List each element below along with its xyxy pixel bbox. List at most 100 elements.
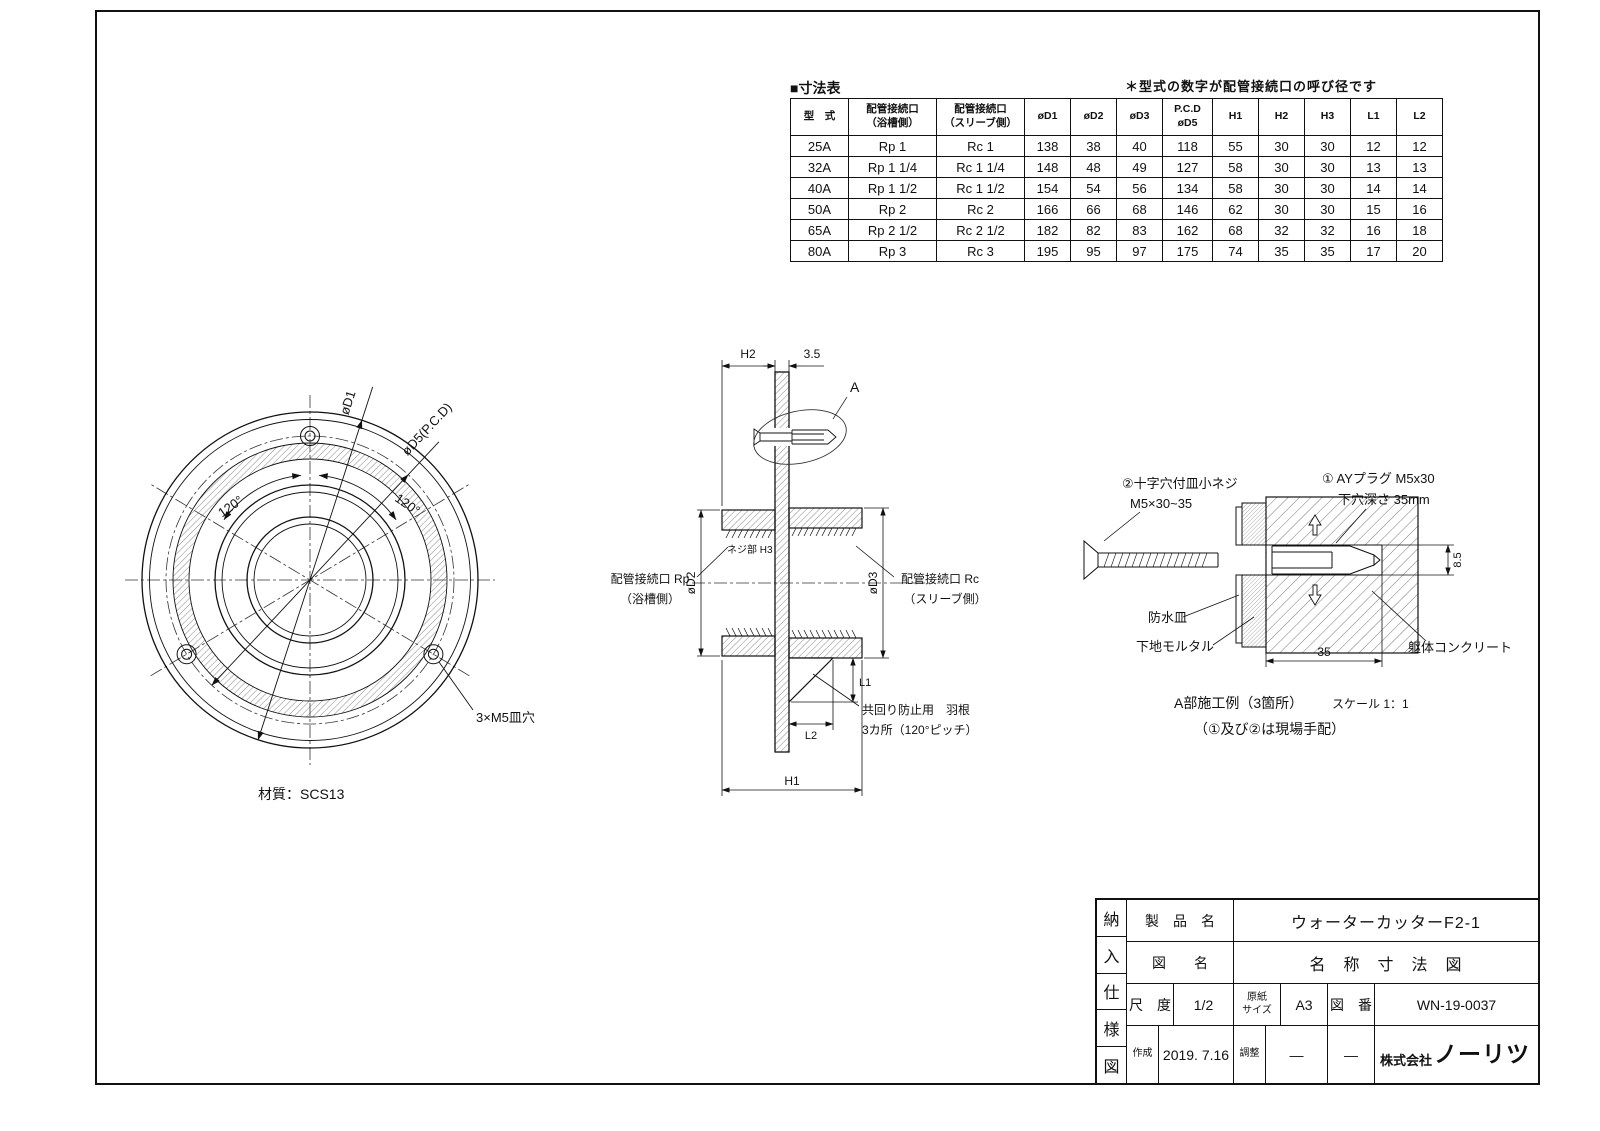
mortar-layer <box>1241 502 1267 648</box>
table-cell: 146 <box>1162 198 1213 220</box>
section-dimension-lines <box>696 360 895 796</box>
header-d2: øD2 <box>1070 98 1117 136</box>
table-cell: 54 <box>1070 177 1117 199</box>
table-cell: 13 <box>1350 156 1397 178</box>
table-cell: Rc 2 <box>936 198 1025 220</box>
bath-side-socket <box>721 509 776 657</box>
section-view-drawing: H2 3.5 A 配管接続口 Rp （浴槽側） ネジ部 H3 øD2 øD3 配… <box>611 347 987 796</box>
doc-type-vertical-label: 納 入 仕 様 図 <box>1097 900 1127 1083</box>
material-label: 材質：SCS13 <box>258 786 345 802</box>
table-cell: 127 <box>1162 156 1213 178</box>
table-cell: 68 <box>1212 219 1259 241</box>
table-cell: 30 <box>1304 177 1351 199</box>
port-rp-label: 配管接続口 Rp <box>611 571 690 586</box>
table-cell: Rc 1 1/4 <box>936 156 1025 178</box>
drawing-number-label: 図 番 <box>1328 984 1375 1025</box>
detail-a-drawing: ②十字穴付皿小ネジ M5×30~35 ① AYプラグ M5x30 下穴深さ 35… <box>1083 471 1512 737</box>
concrete-label: 躯体コンクリート <box>1408 640 1512 655</box>
scale-label: 尺 度 <box>1127 984 1174 1025</box>
header-h2: H2 <box>1258 98 1305 136</box>
table-cell: Rp 1 1/2 <box>848 177 937 199</box>
detail-note: （①及び②は現場手配） <box>1194 721 1345 737</box>
dim-d5-pcd-label: øD5(P.C.D) <box>399 400 455 459</box>
header-port-bath: 配管接続口 （浴槽側） <box>848 98 937 136</box>
table-cell: Rc 3 <box>936 240 1025 262</box>
table-cell: Rc 1 <box>936 135 1025 157</box>
table-cell: Rc 1 1/2 <box>936 177 1025 199</box>
table-cell: 162 <box>1162 219 1213 241</box>
detail-scale-note: スケール 1：1 <box>1332 697 1409 711</box>
table-cell: 49 <box>1116 156 1163 178</box>
table-cell: 83 <box>1116 219 1163 241</box>
blank-value: ― <box>1328 1026 1375 1083</box>
countersunk-screw <box>1083 539 1219 581</box>
table-cell: 55 <box>1212 135 1259 157</box>
mortar-label: 下地モルタル <box>1136 639 1214 654</box>
arrow-down-icon <box>1308 584 1322 606</box>
expansion-arrows <box>1308 514 1322 606</box>
drawing-frame <box>95 10 1540 1085</box>
table-cell: 118 <box>1162 135 1213 157</box>
table-cell: 14 <box>1350 177 1397 199</box>
table-cell: 56 <box>1116 177 1163 199</box>
sleeve-side-socket <box>788 507 863 659</box>
table-cell: 58 <box>1212 177 1259 199</box>
dimension-table: 型 式 配管接続口 （浴槽側） 配管接続口 （スリーブ側） øD1 øD2 øD… <box>790 98 1443 262</box>
table-cell: 166 <box>1024 198 1071 220</box>
table-cell: 30 <box>1304 198 1351 220</box>
table-cell: 50A <box>790 198 849 220</box>
drawing-name-value: 名 称 寸 法 図 <box>1309 956 1463 974</box>
front-view-drawing: øD1 øD5(P.C.D) 120° 120° 3×M5皿穴 材質：SCS13 <box>125 386 535 802</box>
doc-type-char: 入 <box>1097 937 1126 974</box>
table-cell: 66 <box>1070 198 1117 220</box>
table-cell: 25A <box>790 135 849 157</box>
table-cell: Rp 1 1/4 <box>848 156 937 178</box>
doc-type-char: 仕 <box>1097 974 1126 1011</box>
header-l2: L2 <box>1396 98 1443 136</box>
table-cell: 154 <box>1024 177 1071 199</box>
table-cell: 175 <box>1162 240 1213 262</box>
header-h1: H1 <box>1212 98 1259 136</box>
screw-callout-label: ②十字穴付皿小ネジ <box>1122 476 1238 491</box>
adjust-value: ― <box>1266 1026 1328 1083</box>
pan-label: 防水皿 <box>1148 610 1187 625</box>
table-cell: 74 <box>1212 240 1259 262</box>
table-header-row: 型 式 配管接続口 （浴槽側） 配管接続口 （スリーブ側） øD1 øD2 øD… <box>790 98 1443 136</box>
arrow-up-icon <box>1308 514 1322 536</box>
anchor-plug <box>1271 545 1381 575</box>
table-cell: 80A <box>790 240 849 262</box>
dim-h1-label: H1 <box>784 774 800 788</box>
table-cell: 58 <box>1212 156 1259 178</box>
header-model: 型 式 <box>790 98 849 136</box>
dimension-table-note: ＊型式の数字が配管接続口の呼び径です <box>1125 79 1378 94</box>
table-cell: 148 <box>1024 156 1071 178</box>
header-d3: øD3 <box>1116 98 1163 136</box>
table-cell: 65A <box>790 219 849 241</box>
doc-type-char: 様 <box>1097 1010 1126 1048</box>
table-cell: 32A <box>790 156 849 178</box>
table-cell: 62 <box>1212 198 1259 220</box>
scale-value: 1/2 <box>1174 984 1234 1025</box>
dim-l2-label: L2 <box>805 730 817 742</box>
detail-caption: A部施工例（3箇所） <box>1174 695 1303 711</box>
port-rc-sublabel: （スリーブ側） <box>903 591 986 606</box>
dim-h2-label: H2 <box>740 347 756 361</box>
screw-size-label: M5×30~35 <box>1130 496 1192 511</box>
company-name: ノーリツ <box>1434 1041 1530 1067</box>
doc-type-char: 納 <box>1097 900 1126 937</box>
vane-label: 共回り防止用 羽根 <box>862 702 970 717</box>
detail-a-assembly <box>753 396 848 465</box>
table-cell: Rp 2 <box>848 198 937 220</box>
table-cell: Rc 2 1/2 <box>936 219 1025 241</box>
table-cell: 12 <box>1396 135 1443 157</box>
table-cell: 32 <box>1304 219 1351 241</box>
dim-d1-label: øD1 <box>337 389 359 417</box>
plug-callout-label: ① AYプラグ M5x30 <box>1322 471 1435 486</box>
detail-dimension-lines <box>1103 508 1454 667</box>
created-label: 作成 <box>1127 1026 1159 1083</box>
dim-d3-label: øD3 <box>866 571 880 594</box>
product-name-label: 製 品 名 <box>1127 900 1234 941</box>
